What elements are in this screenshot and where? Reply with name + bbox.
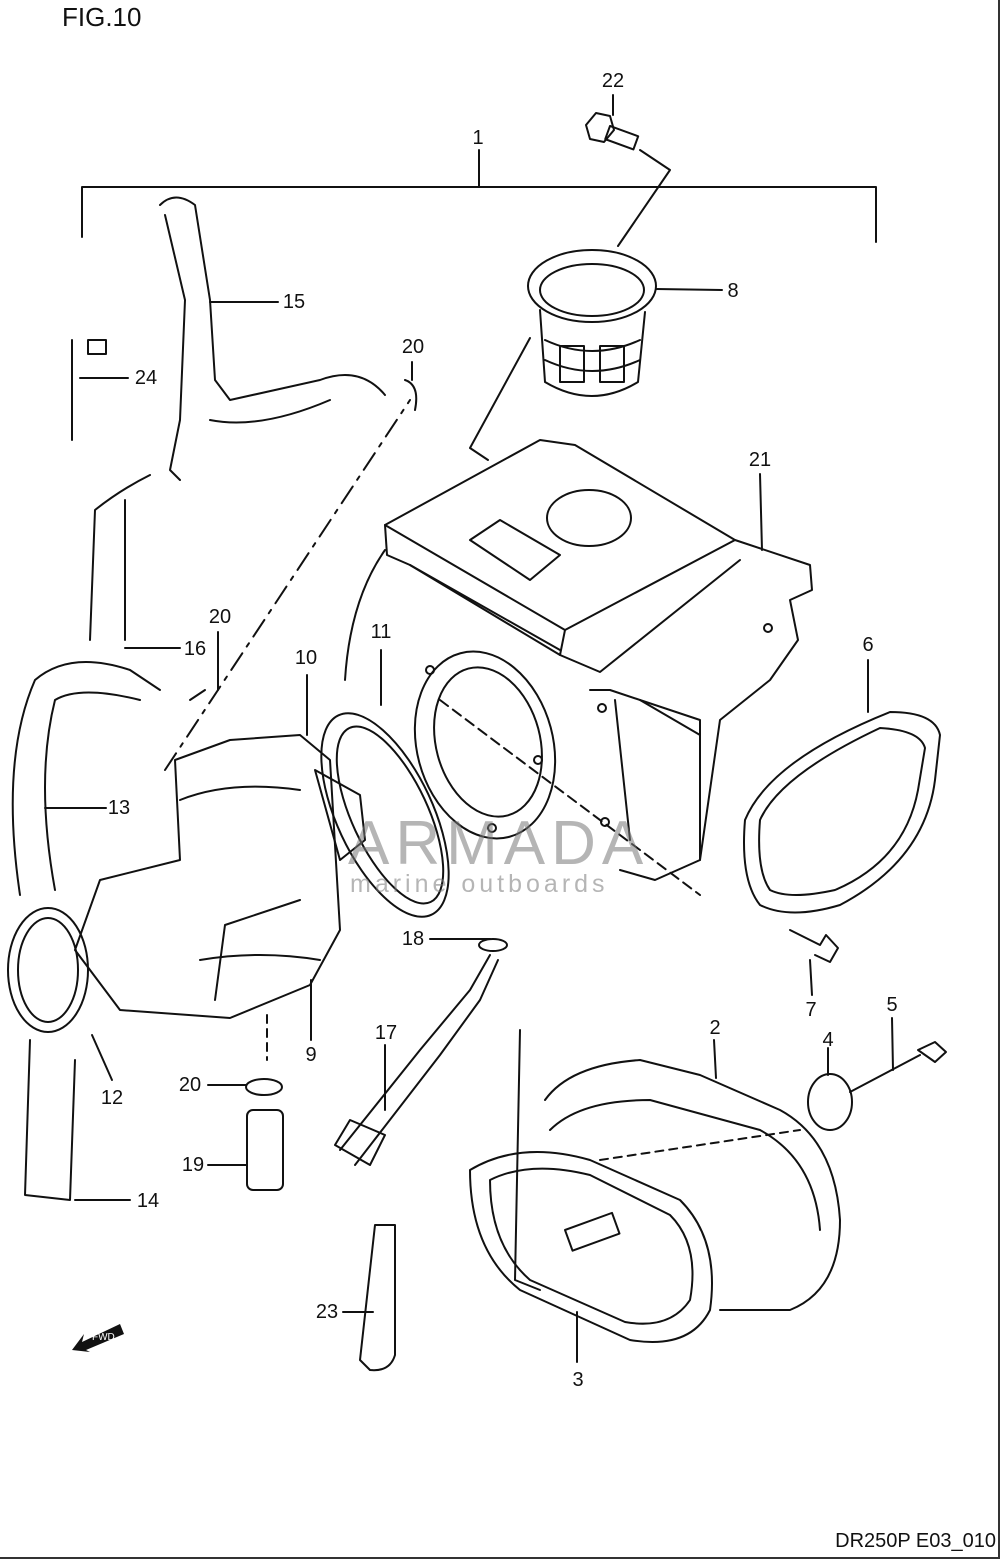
filter-element-parts-2-3-4-5 [469,1017,947,1363]
callout-20-bottom: 20 [178,1074,202,1096]
frame-bottom-border [0,1557,1000,1559]
callout-17: 17 [374,1022,398,1044]
callout-19: 19 [181,1154,205,1176]
callout-12: 12 [100,1087,124,1109]
callout-14: 14 [136,1190,160,1212]
clamp-part-12 [7,907,113,1081]
callout-9: 9 [305,1044,317,1066]
breather-hoses-parts-13-14-15-16 [11,196,386,1201]
callout-5: 5 [886,994,898,1016]
callout-8: 8 [727,280,739,302]
frame-right-border [998,0,1000,1559]
callout-15: 15 [282,291,306,313]
callout-18: 18 [401,928,425,950]
diagram-code: DR250P E03_010 [835,1530,996,1552]
callout-2: 2 [709,1017,721,1039]
figure-title: FIG.10 [62,2,142,32]
callout-22: 22 [601,70,625,92]
callout-10: 10 [294,647,318,669]
callout-1: 1 [472,127,484,149]
screw-part-7 [789,929,839,996]
drain-hose-parts-17-18-19-20 [189,361,508,1191]
callout-11: 11 [370,621,392,643]
watermark-tagline: marine outboards [350,870,609,898]
callout-3: 3 [572,1369,584,1391]
strap-part-23 [342,1224,396,1372]
assembly-1-bracket [81,149,877,243]
callout-13: 13 [107,797,131,819]
fwd-label: FWD [92,1332,115,1343]
callout-20-middle: 20 [208,606,232,628]
callout-20-top: 20 [401,336,425,358]
callout-7: 7 [805,999,817,1021]
intake-boot-parts-9-10-11 [74,399,450,1061]
watermark-brand: ARMADA [348,809,650,878]
callout-4: 4 [822,1029,834,1051]
bolt-part-22 [585,94,671,247]
callout-23: 23 [315,1301,339,1323]
intake-funnel-part-8 [469,249,723,461]
air-cleaner-case-part-21 [344,439,813,1291]
callout-21: 21 [748,449,772,471]
fwd-arrow-icon: FWD [72,1324,124,1352]
side-cover-part-6 [743,659,941,914]
callout-6: 6 [862,634,874,656]
callout-16: 16 [183,638,207,660]
callout-24: 24 [134,367,158,389]
